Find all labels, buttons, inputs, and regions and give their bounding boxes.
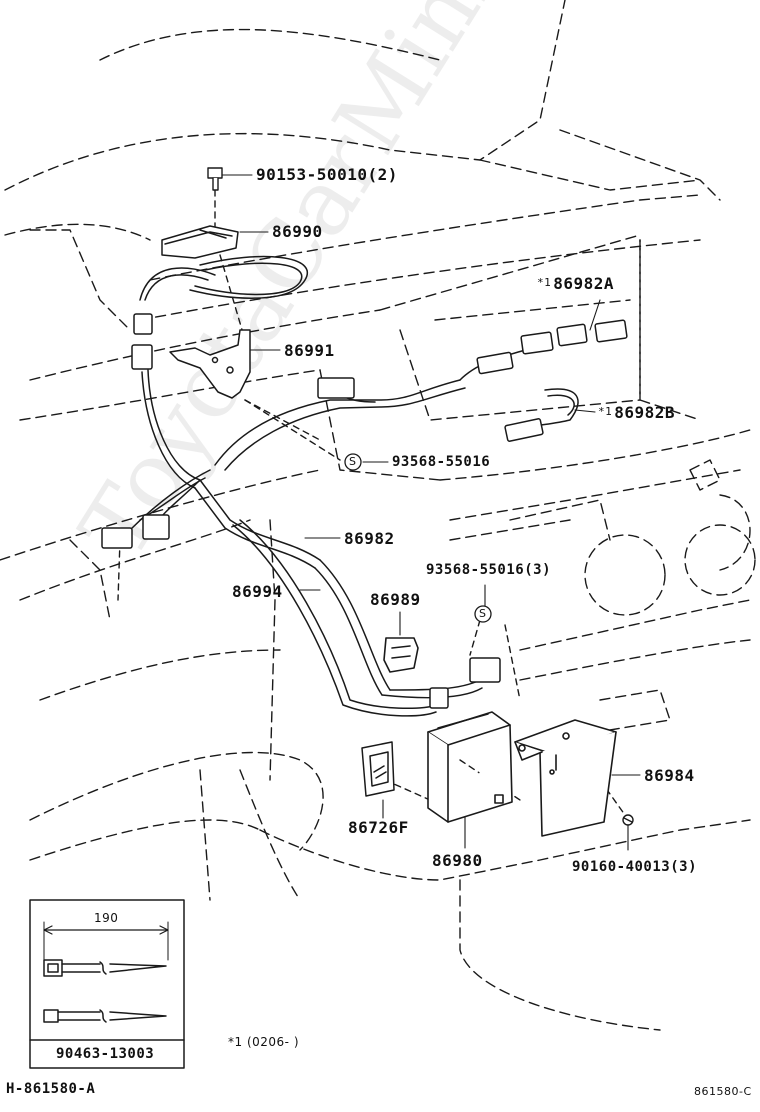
part-86982A	[476, 319, 628, 375]
label-93568-55016-3: 93568-55016(3)	[426, 562, 552, 578]
diagram-code-left: H-861580-A	[6, 1081, 96, 1097]
bolt-90153	[207, 167, 223, 191]
wire-harness	[129, 255, 579, 717]
label-86984: 86984	[644, 766, 695, 785]
diagram-code-right: 861580-C	[694, 1085, 752, 1098]
part-86984	[514, 719, 617, 837]
label-86980: 86980	[432, 851, 483, 870]
label-90153-50010: 90153-50010(2)	[256, 165, 398, 184]
screw-90160	[622, 814, 634, 826]
label-86991: 86991	[284, 341, 335, 360]
label-86989: 86989	[370, 590, 421, 609]
label-leaders	[221, 174, 641, 851]
dimension-label: 190	[94, 911, 119, 925]
harness-connectors	[101, 313, 501, 709]
label-86994: 86994	[232, 582, 283, 601]
label-93568-55016: 93568-55016	[392, 454, 491, 470]
s-symbols	[344, 453, 492, 623]
label-90160-40013: 90160-40013(3)	[572, 859, 698, 875]
star-note-2: *1	[598, 405, 613, 418]
s-symbol-1: S	[349, 455, 357, 468]
part-86990	[161, 225, 239, 259]
label-86990: 86990	[272, 222, 323, 241]
part-86982B	[504, 418, 544, 442]
label-86982: 86982	[344, 529, 395, 548]
part-86991	[169, 329, 251, 399]
part-86989	[383, 637, 419, 673]
footnote: *1 (0206- )	[228, 1035, 299, 1049]
star-note-1: *1	[537, 276, 552, 289]
dashboard-outline	[0, 0, 756, 1031]
label-86726F: 86726F	[348, 818, 409, 837]
part-86980	[427, 711, 513, 823]
part-86726F	[361, 741, 395, 797]
s-symbol-2: S	[479, 607, 487, 620]
label-90463-13003: 90463-13003	[56, 1046, 155, 1062]
inset-box	[29, 899, 185, 1069]
label-86982B-text: 86982B	[614, 403, 676, 422]
label-86982A-text: 86982A	[553, 274, 615, 293]
